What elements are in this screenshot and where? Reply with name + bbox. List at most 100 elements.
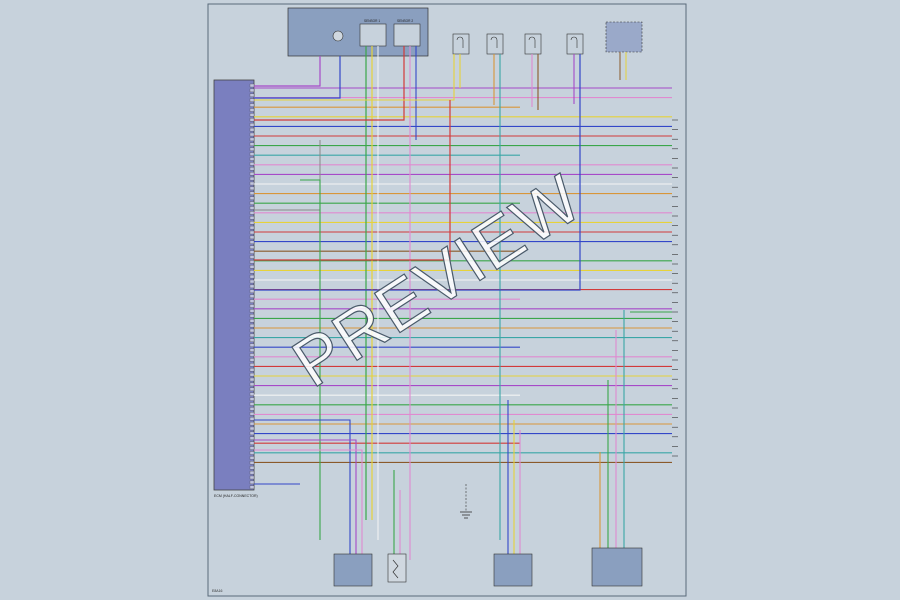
crankshaft-sensor-module	[333, 553, 373, 587]
ecm-pin	[249, 191, 255, 195]
ecm-pin	[249, 235, 255, 240]
ecm-connector	[213, 79, 255, 491]
ecm-pin	[249, 274, 255, 279]
ecm-pin	[249, 83, 255, 88]
ecm-pin	[249, 162, 255, 166]
injector-wire	[254, 54, 581, 291]
bottom-wire	[254, 449, 363, 554]
ecm-pin	[249, 167, 255, 171]
ecm-pin	[249, 206, 255, 210]
ecm-pin	[249, 348, 255, 352]
ecm-pin	[249, 211, 255, 215]
ecm-pin	[249, 103, 255, 107]
sensor2-label: SENSOR 2	[397, 19, 413, 23]
ecm-header-label: ECM (HALF-CONNECTOR)	[214, 494, 258, 498]
ecm-pin	[249, 123, 255, 127]
ecm-pin	[249, 279, 255, 284]
ecm-pin	[249, 289, 255, 293]
bottom-wire	[254, 419, 351, 554]
ecm-pin	[249, 343, 255, 347]
ecm-pin	[249, 314, 255, 318]
ecm-pin	[249, 196, 255, 200]
wire-harness	[254, 46, 672, 560]
ecm-pin	[249, 230, 255, 235]
motor-wire	[254, 56, 341, 99]
ecm-pin	[249, 176, 255, 181]
ecm-pin	[249, 88, 255, 93]
ecm-pin	[249, 284, 255, 289]
ecm-pin	[249, 113, 255, 117]
ecm-pin	[249, 304, 255, 308]
ecm-pin	[249, 319, 255, 323]
ecm-pin	[249, 372, 255, 377]
ecm-pin	[249, 461, 255, 465]
injector-coil-icon	[456, 36, 464, 48]
ecm-pin	[249, 446, 255, 450]
ecm-pin	[249, 294, 255, 298]
ecm-pin	[249, 270, 255, 274]
ecm-pin	[249, 260, 255, 264]
ecm-pin	[249, 421, 255, 426]
ecm-pin	[249, 426, 255, 431]
bottom-wire	[254, 439, 357, 554]
right-terminals	[672, 119, 678, 457]
ecm-pin	[249, 333, 255, 338]
ecm-pin	[249, 441, 255, 445]
ecm-pin	[249, 338, 255, 342]
ecm-pin	[249, 328, 255, 333]
ecm-pin	[249, 152, 255, 156]
ecm-pin	[249, 431, 255, 436]
ecm-pin	[249, 397, 255, 401]
sensor1-box	[359, 23, 387, 47]
sensor1-label: SENSOR 1	[364, 19, 380, 23]
ecm-pin	[249, 323, 255, 328]
ecm-pin	[249, 392, 255, 396]
ecm-pin	[249, 470, 255, 475]
motor-wire	[254, 56, 321, 87]
ecm-pin	[249, 353, 255, 357]
page-reference: E8A16	[212, 589, 223, 593]
fuel-injectors	[452, 33, 584, 55]
ecm-pin	[249, 108, 255, 112]
motor-icon	[332, 30, 344, 42]
ecm-pin	[249, 172, 255, 176]
ground-symbol	[460, 484, 472, 519]
ecm-pin	[249, 240, 255, 244]
ecm-pin	[249, 142, 255, 146]
ecm-pin	[249, 363, 255, 367]
ecm-pin	[249, 250, 255, 254]
ecm-pin	[249, 475, 255, 480]
ecm-pin	[249, 186, 255, 191]
injector-coil-icon	[570, 36, 578, 48]
ecm-pin	[249, 221, 255, 225]
ecm-pin	[249, 265, 255, 269]
ecm-pin	[249, 93, 255, 97]
ecm-pin	[249, 201, 255, 205]
ignition-coil-module	[605, 21, 643, 53]
camshaft-sensor-module	[493, 553, 533, 587]
ecm-pin	[249, 157, 255, 161]
ecm-pin	[249, 255, 255, 259]
ecm-pin	[249, 118, 255, 122]
ecm-pin	[249, 451, 255, 455]
ecm-pin	[249, 407, 255, 411]
ecm-pin	[249, 358, 255, 362]
thermistor-icon	[392, 559, 399, 579]
diagram-frame	[207, 3, 687, 597]
ecm-pin	[249, 368, 255, 372]
sensor2-box	[393, 23, 421, 47]
injector-coil-icon	[528, 36, 536, 48]
ecm-pin	[249, 181, 255, 186]
oil-temp-sensor-module	[387, 553, 407, 583]
ecm-pin	[249, 225, 255, 230]
maf-sensor-module	[591, 547, 643, 587]
ecm-pin	[249, 480, 255, 485]
injector-coil-icon	[490, 36, 498, 48]
ecm-pin	[249, 377, 255, 382]
ecm-pin	[249, 402, 255, 406]
ecm-pin	[249, 299, 255, 303]
ecm-pin	[249, 245, 255, 249]
ecm-pin	[249, 412, 255, 416]
ecm-pin	[249, 127, 255, 132]
